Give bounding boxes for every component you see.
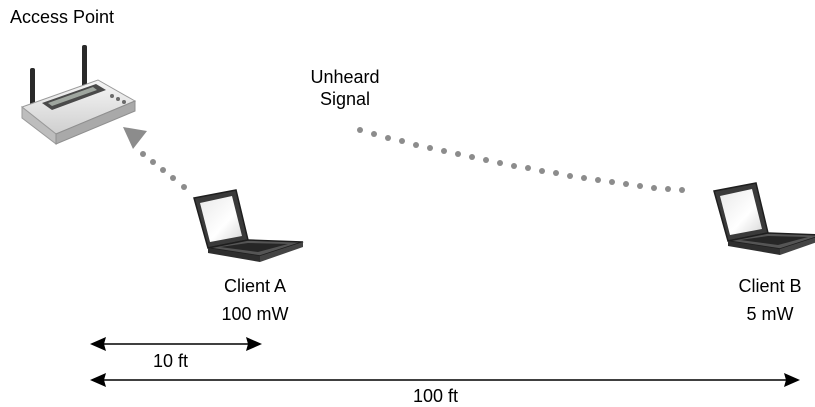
client-a-power: 100 mW <box>221 304 289 324</box>
signal-arrowhead <box>123 127 147 149</box>
client-a-name: Client A <box>223 276 287 296</box>
arrowhead-left-icon <box>90 337 106 351</box>
arrowhead-right-icon <box>246 337 262 351</box>
laptop-icon <box>193 189 304 262</box>
long-distance-arrow <box>90 373 800 387</box>
access-point-label: Access Point <box>10 7 115 27</box>
client-b-label: Client B 5 mW <box>715 275 815 325</box>
client-b-name: Client B <box>738 276 802 296</box>
arrowhead-right-icon <box>784 373 800 387</box>
unheard-signal-line2: Signal <box>319 89 371 109</box>
router-antenna-right <box>82 45 87 90</box>
short-distance-label: 10 ft <box>153 351 189 371</box>
unheard-signal-dots <box>357 127 685 193</box>
laptop-icon <box>713 182 815 255</box>
unheard-signal-label: Unheard Signal <box>290 66 400 110</box>
client-b-power: 5 mW <box>746 304 794 324</box>
unheard-signal-line1: Unheard <box>310 67 380 87</box>
client-a-label: Client A 100 mW <box>195 275 315 325</box>
wireless-router-icon <box>20 45 137 146</box>
arrowhead-left-icon <box>90 373 106 387</box>
router-antenna-left <box>30 68 35 108</box>
short-distance-arrow <box>90 337 262 351</box>
client-a-signal-dots <box>140 151 187 190</box>
long-distance-label: 100 ft <box>413 386 459 406</box>
